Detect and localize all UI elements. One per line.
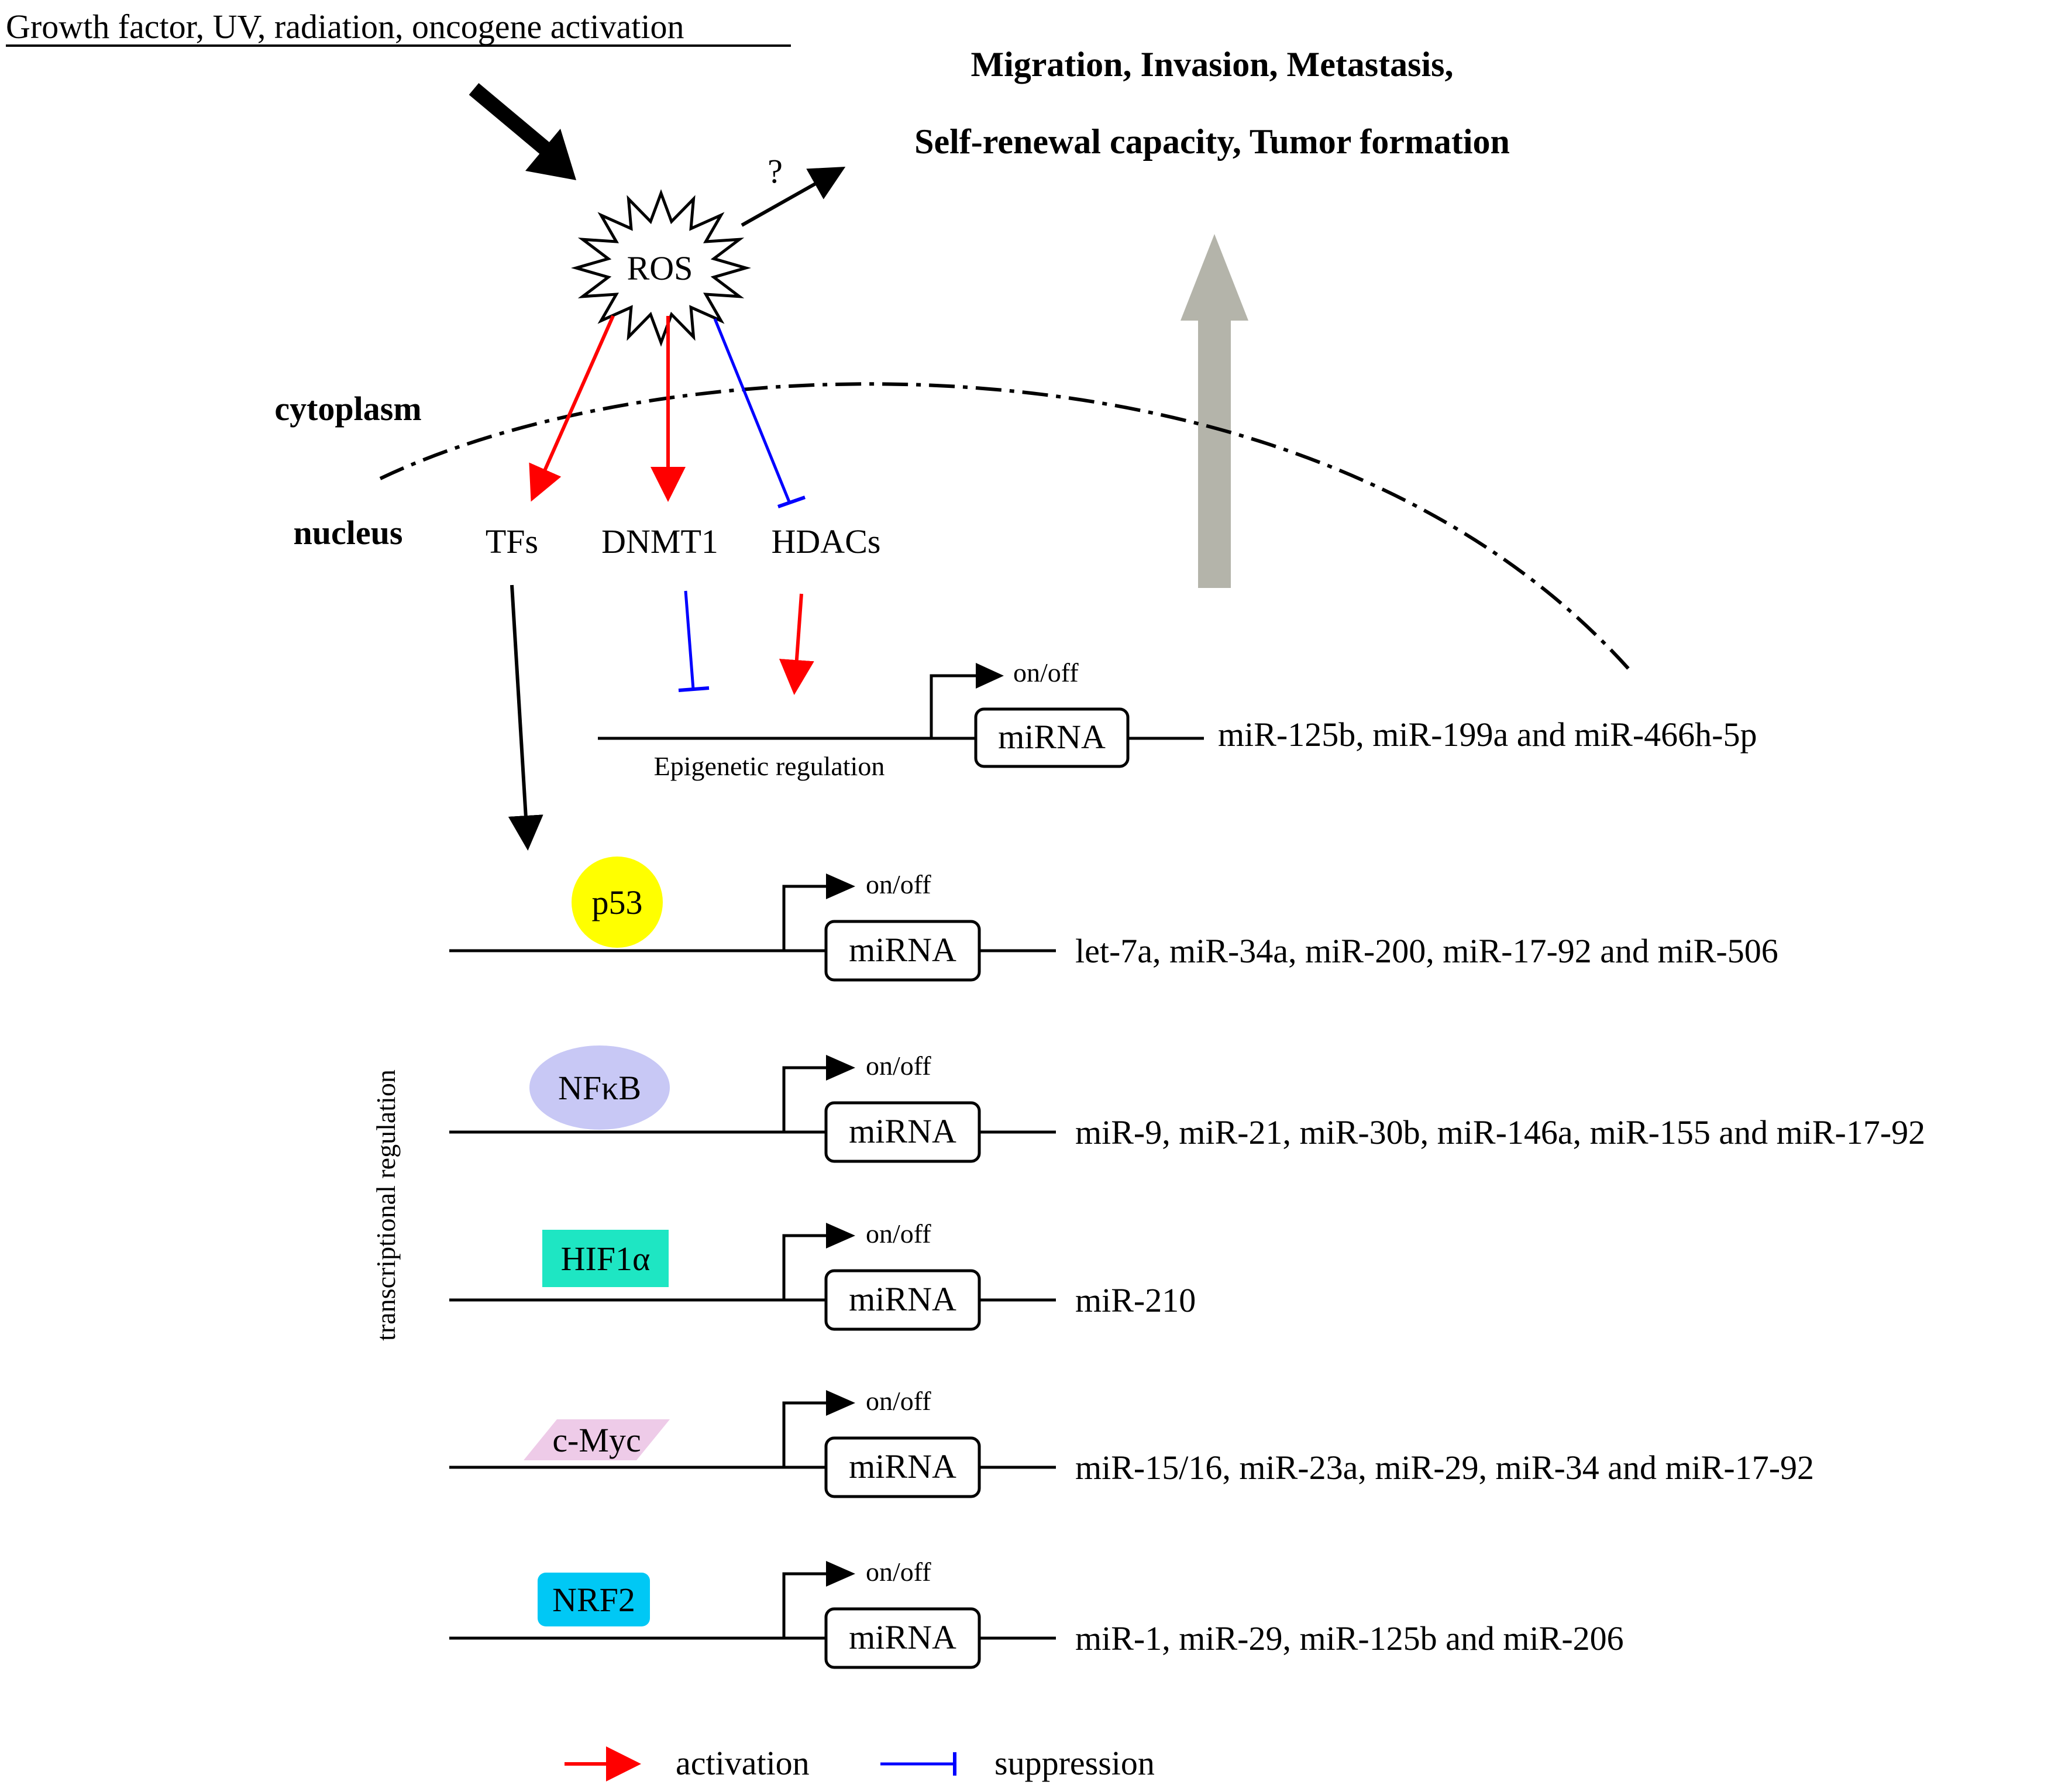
promoter-line: [782, 1066, 826, 1132]
outcomes-line-2: Self-renewal capacity, Tumor formation: [914, 122, 1510, 161]
epigenetic-gene-row: on/off miRNA Epigenetic regulation miR-1…: [598, 658, 1757, 781]
promoter-arrowhead: [826, 1390, 855, 1416]
factor-label: c-Myc: [552, 1421, 641, 1459]
question-mark: ?: [768, 152, 783, 190]
ros-to-outcomes-arrow: [741, 167, 846, 227]
nuclear-membrane: [379, 382, 1634, 674]
tfs-label: TFs: [486, 522, 538, 560]
transcriptional-regulation-label: transcriptional regulation: [371, 1069, 401, 1341]
tf-row-1: on/off miRNA miR-9, miR-21, miR-30b, miR-1…: [449, 1045, 1925, 1163]
factor-label: NFκB: [558, 1069, 641, 1107]
ros-to-hdacs-suppression-bar: [777, 496, 806, 508]
dnmt1-suppression-bar: [678, 686, 710, 692]
tf-row-2: on/off miRNA miR-210 HIF1α: [449, 1219, 1196, 1331]
dnmt1-label: DNMT1: [601, 522, 718, 560]
mirna-label: miRNA: [849, 1618, 956, 1656]
tf-row-4: on/off miRNA miR-1, miR-29, miR-125b and m…: [449, 1557, 1624, 1669]
promoter-arrowhead: [826, 1223, 855, 1248]
mirna-box: [824, 920, 981, 982]
legend-activation-label: activation: [676, 1744, 810, 1782]
switch-label: on/off: [866, 1557, 931, 1587]
stimulus-arrow-head: [525, 129, 576, 180]
epigenetic-promoter-arrowhead: [976, 663, 1004, 689]
legend: activation suppression: [565, 1744, 1155, 1782]
ros-starburst-icon: [570, 189, 752, 347]
legend-suppression-label: suppression: [994, 1744, 1155, 1782]
epigenetic-switch-label: on/off: [1013, 658, 1079, 687]
outcomes-line-1: Migration, Invasion, Metastasis,: [971, 45, 1454, 84]
tfs-to-transcription-arrow: [508, 584, 543, 851]
dnmt1-suppression-line: [684, 590, 695, 690]
promoter-line: [782, 1234, 826, 1300]
mirna-targets: miR-210: [1075, 1281, 1196, 1319]
stimulus-arrow-shaft: [469, 83, 558, 161]
nrf2-factor-shape: [538, 1573, 650, 1626]
hif1a-factor-shape: [542, 1230, 669, 1287]
mirna-label: miRNA: [849, 1280, 956, 1318]
outcome-up-arrow-shaft: [1198, 319, 1231, 588]
mirna-targets: miR-9, miR-21, miR-30b, miR-146a, miR-15…: [1075, 1113, 1925, 1151]
hdacs-activation-arrow: [779, 593, 814, 695]
mirna-box: [824, 1269, 981, 1331]
promoter-line: [782, 1401, 826, 1467]
mirna-box: [824, 1101, 981, 1163]
switch-label: on/off: [866, 1051, 931, 1081]
transcription-factor-rows: on/off miRNA let-7a, miR-34a, miR-200, miR…: [449, 857, 1925, 1669]
mirna-box: [824, 1607, 981, 1669]
factor-label: HIF1α: [561, 1240, 651, 1278]
factor-label: p53: [592, 883, 643, 921]
mirna-label: miRNA: [849, 1447, 956, 1485]
p53-factor-shape: [572, 857, 663, 948]
nfkb-factor-shape: [529, 1045, 670, 1130]
mirna-label: miRNA: [849, 931, 956, 969]
mirna-targets: miR-15/16, miR-23a, miR-29, miR-34 and m…: [1075, 1449, 1814, 1487]
factor-label: NRF2: [552, 1581, 635, 1619]
switch-label: on/off: [866, 1386, 931, 1416]
tf-row-0: on/off miRNA let-7a, miR-34a, miR-200, miR…: [449, 857, 1778, 982]
mirna-targets: let-7a, miR-34a, miR-200, miR-17-92 and …: [1075, 932, 1778, 970]
epigenetic-targets: miR-125b, miR-199a and miR-466h-5p: [1218, 716, 1757, 754]
ros-to-hdacs-suppression-line: [713, 318, 791, 504]
promoter-arrowhead: [826, 1561, 855, 1587]
cytoplasm-label: cytoplasm: [274, 390, 421, 428]
cmyc-factor-shape: [524, 1419, 670, 1460]
epigenetic-regulation-label: Epigenetic regulation: [654, 751, 885, 781]
epigenetic-promoter-line: [930, 674, 976, 738]
switch-label: on/off: [866, 1219, 931, 1248]
epigenetic-mirna-box: [974, 707, 1130, 768]
ros-label: ROS: [627, 249, 693, 287]
switch-label: on/off: [866, 869, 931, 899]
mirna-label: miRNA: [849, 1112, 956, 1150]
promoter-line: [782, 1572, 826, 1638]
nucleus-label: nucleus: [294, 514, 403, 552]
outcome-up-arrow-head: [1181, 234, 1248, 321]
mirna-box: [824, 1436, 981, 1498]
promoter-arrowhead: [826, 1055, 855, 1081]
mirna-targets: miR-1, miR-29, miR-125b and miR-206: [1075, 1619, 1624, 1657]
hdacs-label: HDACs: [772, 522, 881, 560]
promoter-line: [782, 885, 826, 951]
stimulus-text: Growth factor, UV, radiation, oncogene a…: [6, 8, 684, 46]
tf-row-3: on/off miRNA miR-15/16, miR-23a, miR-29, m…: [449, 1386, 1814, 1498]
epigenetic-mirna-label: miRNA: [998, 718, 1106, 756]
promoter-arrowhead: [826, 873, 855, 899]
ros-to-tfs-activation-arrow: [529, 315, 615, 502]
